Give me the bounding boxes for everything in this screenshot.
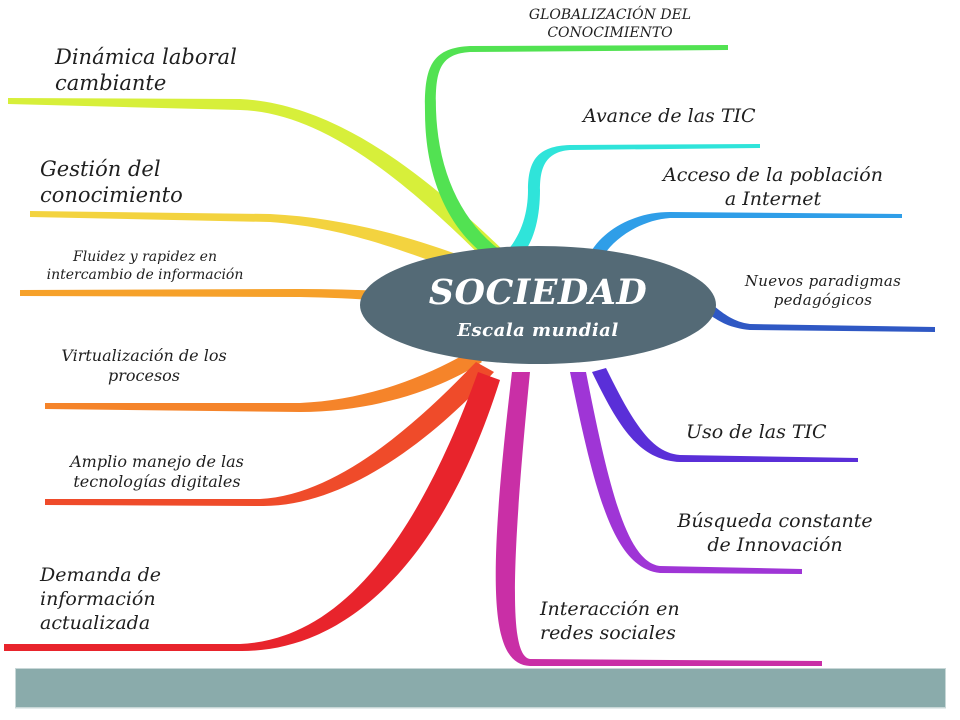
label-paradigmas: Nuevos paradigmas pedagógicos [744,272,902,309]
label-uso: Uso de las TIC [686,421,827,443]
branch-uso [592,368,858,462]
branch-amplio [45,362,494,507]
branch-dinamica [8,98,505,262]
label-interaccion: Interacción en redes sociales [540,598,680,644]
footer-bar [15,668,946,708]
center-node: SOCIEDAD Escala mundial [360,246,716,364]
branch-fluidez [20,289,470,308]
label-gestion: Gestión del conocimiento [40,157,183,208]
branch-demanda [4,372,500,652]
label-virtualizacion: Virtualización de los procesos [61,346,227,385]
label-fluidez: Fluidez y rapidez en intercambio de info… [46,249,244,283]
label-dinamica: Dinámica laboral cambiante [55,45,237,96]
center-title: SOCIEDAD [428,272,648,313]
label-demanda: Demanda de información actualizada [40,564,161,634]
label-busqueda: Búsqueda constante de Innovación [677,510,873,556]
label-globalizacion: GLOBALIZACIÓN DEL CONOCIMIENTO [528,7,692,41]
center-subtitle: Escala mundial [457,320,619,341]
branch-gestion [30,211,478,275]
branch-acceso [588,212,902,262]
branch-virtualizacion [45,350,482,412]
label-amplio: Amplio manejo de las tecnologías digital… [70,452,244,491]
label-avance: Avance de las TIC [583,105,756,127]
label-acceso: Acceso de la población a Internet [663,164,883,210]
branch-globalizacion [424,45,728,256]
branch-paradigmas [710,306,935,332]
